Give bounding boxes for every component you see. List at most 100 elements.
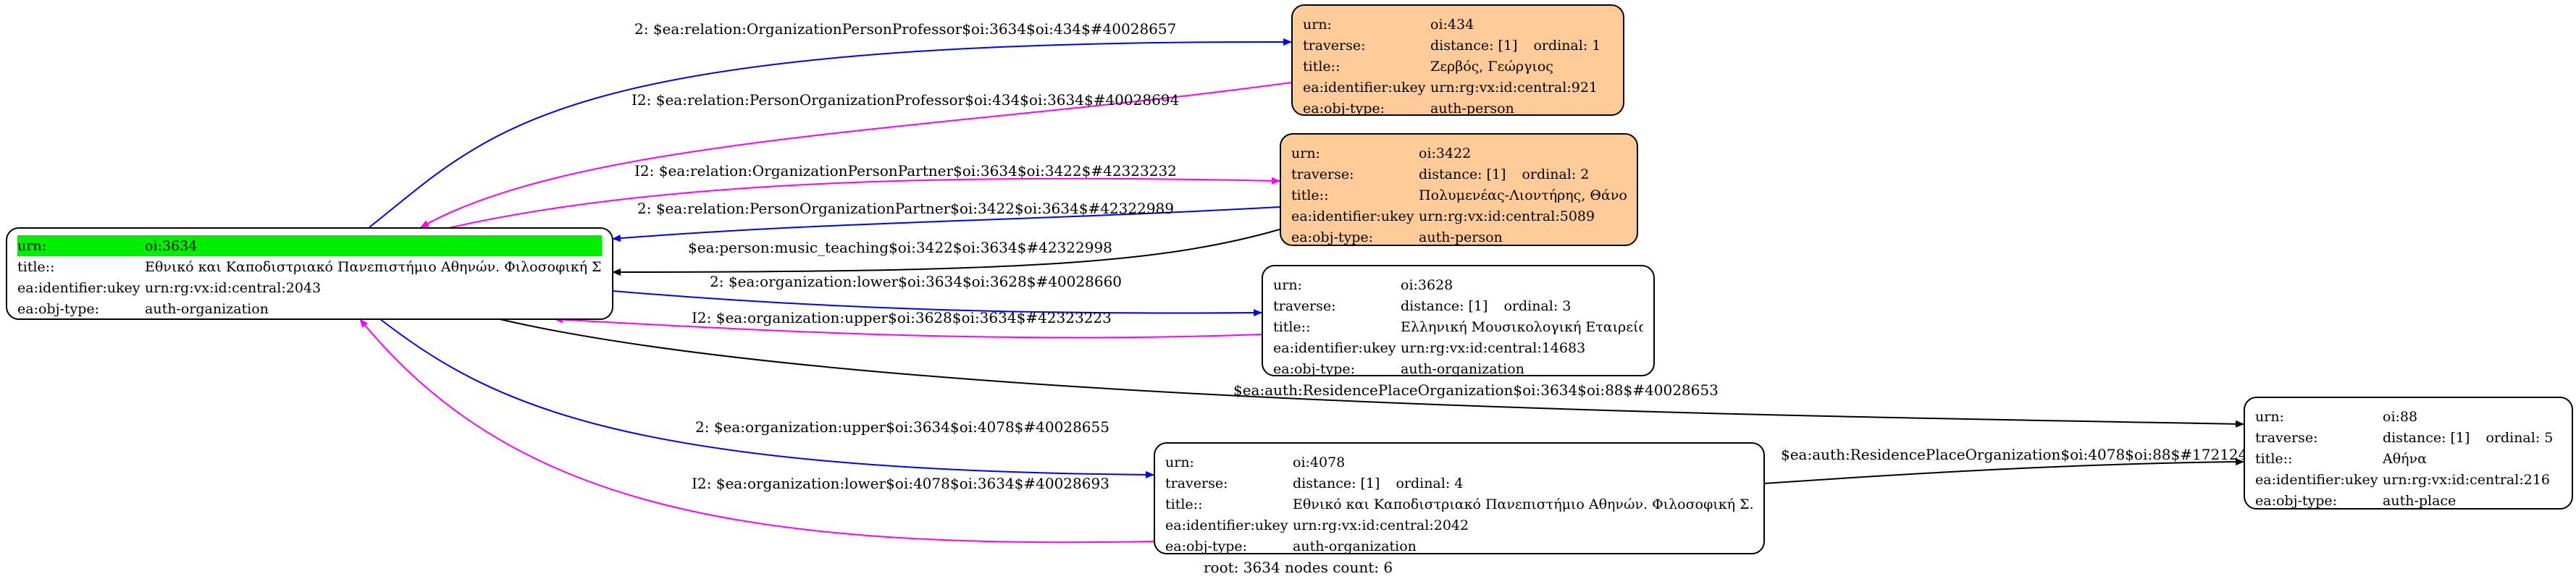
edge-professor-inverse [420, 82, 1292, 228]
row-value: urn:rg:vx:id:central:2042 [1293, 517, 1469, 533]
edge-partner [445, 177, 1280, 229]
node-row-title: title::Εθνικό και Καποδιστριακό Πανεπιστ… [1165, 494, 1753, 515]
row-value: oi:4078 [1293, 454, 1346, 470]
node-oi-88[interactable]: urn: oi:88 traverse: distance: [1]ordinal:… [2244, 397, 2573, 510]
row-value: oi:3634 [145, 237, 198, 254]
row-key: urn: [1303, 16, 1332, 33]
edge-label-residence-3634: $ea:auth:ResidencePlaceOrganization$oi:3… [1233, 381, 1719, 399]
node-row-title: title::Αθήνα [2255, 448, 2562, 469]
row-value: auth-organization [145, 300, 269, 317]
row-value: auth-organization [1293, 538, 1417, 554]
distance: distance: [1] [1430, 37, 1518, 54]
row-value: auth-organization [1401, 360, 1524, 377]
edge-label-professor: 2: $ea:relation:OrganizationPersonProfes… [634, 20, 1176, 38]
row-value: oi:3628 [1401, 276, 1453, 293]
node-row-traverse: traverse: distance: [1]ordinal: 5 [2255, 427, 2562, 448]
node-row-traverse: traverse: distance: [1]ordinal: 1 [1303, 35, 1613, 56]
row-value: distance: [1] ordinal: 2 [1419, 166, 1627, 182]
edge-music-teaching [612, 229, 1280, 276]
row-value: auth-person [1430, 100, 1514, 117]
row-key: traverse: [1303, 37, 1366, 54]
node-row-title: title::Ελληνική Μουσικολογική Εταιρεία [1273, 316, 1643, 337]
node-row-urn: urn: oi:88 [2255, 406, 2562, 427]
row-value: oi:88 [2383, 408, 2418, 425]
node-row-urn: urn: oi:3634 [17, 235, 602, 256]
row-key: ea:identifier:ukey [1303, 79, 1426, 96]
row-key: urn: [1273, 276, 1302, 293]
node-oi-434[interactable]: urn: oi:434 traverse: distance: [1]ordinal… [1291, 4, 1624, 119]
row-key: ea:identifier:ukey [1273, 339, 1396, 356]
node-row-ukey: ea:identifier:ukey urn:rg:vx:id:central:5… [1291, 206, 1627, 227]
node-row-traverse: traverse:distance: [1]ordinal: 4 [1165, 473, 1753, 494]
row-value: auth-person [1419, 229, 1503, 245]
row-value: urn:rg:vx:id:central:5089 [1419, 208, 1595, 224]
row-key: traverse: [1273, 297, 1336, 314]
node-row-objtype: ea:obj-type:auth-person [1303, 98, 1613, 119]
row-value: distance: [1]ordinal: 3 [1401, 298, 1643, 314]
row-value: Εθνικό και Καποδιστριακό Πανεπιστήμιο Αθ… [145, 258, 602, 275]
row-key: title:: [1291, 187, 1329, 203]
edge-lower-3628 [612, 290, 1262, 317]
node-row-traverse: traverse:distance: [1]ordinal: 2 [1291, 164, 1627, 185]
edge-label-professor-inverse: I2: $ea:relation:PersonOrganizationProfe… [632, 91, 1179, 109]
node-row-urn: urn: oi:434 [1303, 14, 1613, 35]
edge-lower-4078-inverse [359, 318, 1154, 544]
row-value: Πολυμενέας-Λιοντήρης, Θάνος [1419, 187, 1627, 203]
row-value: auth-place [2383, 492, 2457, 509]
ordinal: ordinal: 3 [1503, 297, 1572, 314]
edge-label-partner: I2: $ea:relation:OrganizationPersonPartn… [634, 162, 1177, 179]
edge-upper-4078 [379, 318, 1154, 478]
row-key: urn: [2255, 408, 2284, 425]
node-row-urn: urn: oi:3628 [1273, 274, 1643, 295]
edge-label-music-teaching: $ea:person:music_teaching$oi:3422$oi:363… [688, 239, 1112, 256]
edge-upper-3628-inverse [554, 316, 1262, 339]
node-row-urn: urn: oi:3422 [1291, 143, 1627, 164]
node-row-objtype: ea:obj-type: auth-organization [1165, 536, 1753, 557]
row-value: oi:3422 [1419, 145, 1472, 161]
row-key: ea:identifier:ukey [1291, 208, 1414, 224]
node-oi-3422[interactable]: urn:oi:3422 traverse:distance: [1]ordina… [1280, 133, 1638, 246]
row-key: ea:obj-type: [1165, 538, 1248, 554]
distance: distance: [1] [1293, 475, 1380, 491]
row-value: oi:434 [1430, 16, 1474, 33]
edge-label-partner-inverse: 2: $ea:relation:PersonOrganizationPartne… [637, 200, 1174, 217]
node-row-ukey: ea:identifier:ukey urn:rg:vx:id:central:1… [1273, 337, 1643, 358]
node-oi-3634[interactable]: urn: oi:3634 title::Εθνικό και Καποδιστρι… [6, 227, 613, 320]
row-value: distance: [1]ordinal: 5 [2383, 430, 2562, 446]
node-row-title: title::Εθνικό και Καποδιστριακό Πανεπιστ… [17, 256, 602, 277]
row-value: distance: [1] ordinal: 4 [1293, 476, 1753, 491]
row-value: urn:rg:vx:id:central:216 [2383, 471, 2551, 488]
edge-label-upper-4078: 2: $ea:organization:upper$oi:3634$oi:407… [695, 418, 1109, 436]
edge-label-lower-4078-inverse: I2: $ea:organization:lower$oi:4078$oi:36… [692, 475, 1109, 492]
edge-label-upper-3628-inverse: I2: $ea:organization:upper$oi:3628$oi:36… [692, 309, 1112, 326]
node-row-objtype: ea:obj-type:auth-place [2255, 490, 2562, 511]
edge-residence-4078 [1763, 458, 2244, 484]
ordinal: ordinal: 4 [1396, 475, 1464, 491]
row-value: Εθνικό και Καποδιστριακό Πανεπιστήμιο Αθ… [1293, 496, 1753, 512]
row-value: Ελληνική Μουσικολογική Εταιρεία [1401, 318, 1643, 335]
row-key: title:: [1303, 58, 1341, 75]
row-key: urn: [1291, 145, 1320, 161]
row-key: urn: [1165, 454, 1194, 470]
row-value: distance: [1]ordinal: 1 [1430, 38, 1613, 54]
row-key: ea:obj-type: [17, 300, 100, 317]
node-oi-4078[interactable]: urn:oi:4078 traverse:distance: [1]ordina… [1154, 442, 1765, 554]
node-row-objtype: ea:obj-type:auth-person [1291, 227, 1627, 248]
row-key: urn: [17, 237, 46, 254]
row-value: urn:rg:vx:id:central:921 [1430, 79, 1598, 96]
row-value: urn:rg:vx:id:central:14683 [1401, 339, 1586, 356]
row-key: traverse: [2255, 429, 2318, 446]
node-row-objtype: ea:obj-type: auth-organization [1273, 358, 1643, 379]
row-key: ea:obj-type: [1273, 360, 1356, 377]
row-key: title:: [1273, 318, 1311, 335]
node-oi-3628[interactable]: urn: oi:3628 traverse: distance: [1]ordina… [1262, 265, 1655, 379]
edge-label-lower-3628: 2: $ea:organization:lower$oi:3634$oi:362… [710, 273, 1122, 290]
row-value: urn:rg:vx:id:central:2043 [145, 279, 322, 296]
node-row-urn: urn: oi:4078 [1165, 452, 1753, 473]
distance: distance: [1] [1419, 166, 1506, 182]
edge-professor [369, 38, 1292, 228]
ordinal: ordinal: 2 [1522, 166, 1590, 182]
